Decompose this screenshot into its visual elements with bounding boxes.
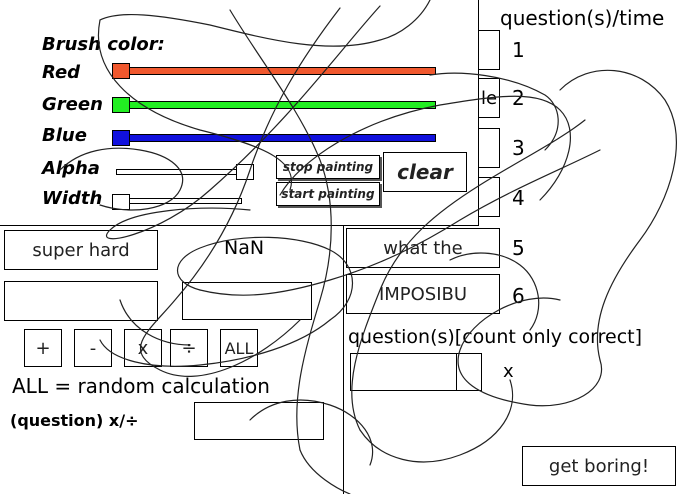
question-4-box[interactable] (478, 177, 500, 217)
start-painting-button[interactable]: start painting (276, 182, 380, 206)
plus-button[interactable]: + (24, 329, 62, 367)
green-label: Green (42, 94, 103, 115)
operand-b-input[interactable] (182, 282, 312, 320)
question-2-number: 2 (512, 86, 525, 110)
red-slider-knob[interactable] (112, 63, 130, 79)
width-label: Width (42, 188, 103, 209)
green-slider-track[interactable] (120, 101, 436, 109)
question-5-number: 5 (512, 236, 525, 260)
times-button[interactable]: x (124, 329, 162, 367)
question-5-box[interactable]: what the (346, 228, 500, 268)
alpha-slider-knob[interactable] (236, 164, 254, 180)
scribble-stroke (559, 69, 677, 361)
question-6-number: 6 (512, 284, 525, 308)
all-note: ALL = random calculation (12, 374, 270, 398)
blue-slider-knob[interactable] (112, 130, 130, 146)
difficulty-button[interactable]: super hard (4, 230, 158, 270)
blue-slider-track[interactable] (120, 134, 436, 142)
panel-bottom-border (0, 225, 479, 226)
divide-button[interactable]: ÷ (170, 329, 208, 367)
blue-label: Blue (42, 125, 87, 146)
question-answer-input[interactable] (194, 402, 324, 440)
question-2-box[interactable]: le (478, 78, 500, 118)
get-boring-button[interactable]: get boring! (522, 446, 676, 486)
green-slider-knob[interactable] (112, 97, 130, 113)
red-label: Red (42, 62, 81, 83)
alpha-slider-track[interactable] (116, 169, 248, 175)
stop-painting-button[interactable]: stop painting (276, 155, 380, 179)
center-divider (343, 226, 344, 494)
operand-a-input[interactable] (4, 281, 158, 321)
questions-title: question(s)/time (500, 6, 665, 30)
clear-button[interactable]: clear (383, 152, 467, 192)
question-6-box[interactable]: IMPOSIBU (346, 274, 500, 314)
scribble-stroke (359, 379, 514, 463)
alpha-label: Alpha (42, 158, 100, 179)
width-slider-track[interactable] (116, 198, 242, 204)
question-1-box[interactable] (478, 30, 500, 70)
width-slider-knob[interactable] (112, 194, 130, 210)
question-4-number: 4 (512, 186, 525, 210)
red-slider-track[interactable] (120, 67, 436, 75)
question-3-number: 3 (512, 136, 525, 160)
question-mode-label: (question) x/÷ (10, 411, 139, 430)
count-correct-label: question(s)[count only correct] (348, 326, 643, 348)
count-x-label: x (503, 361, 514, 382)
question-1-number: 1 (512, 38, 525, 62)
brush-color-heading: Brush color: (42, 34, 165, 55)
question-3-box[interactable] (478, 128, 500, 168)
result-display: NaN (224, 237, 265, 259)
minus-button[interactable]: - (74, 329, 112, 367)
all-button[interactable]: ALL (220, 329, 258, 367)
count-total-box (456, 353, 482, 391)
